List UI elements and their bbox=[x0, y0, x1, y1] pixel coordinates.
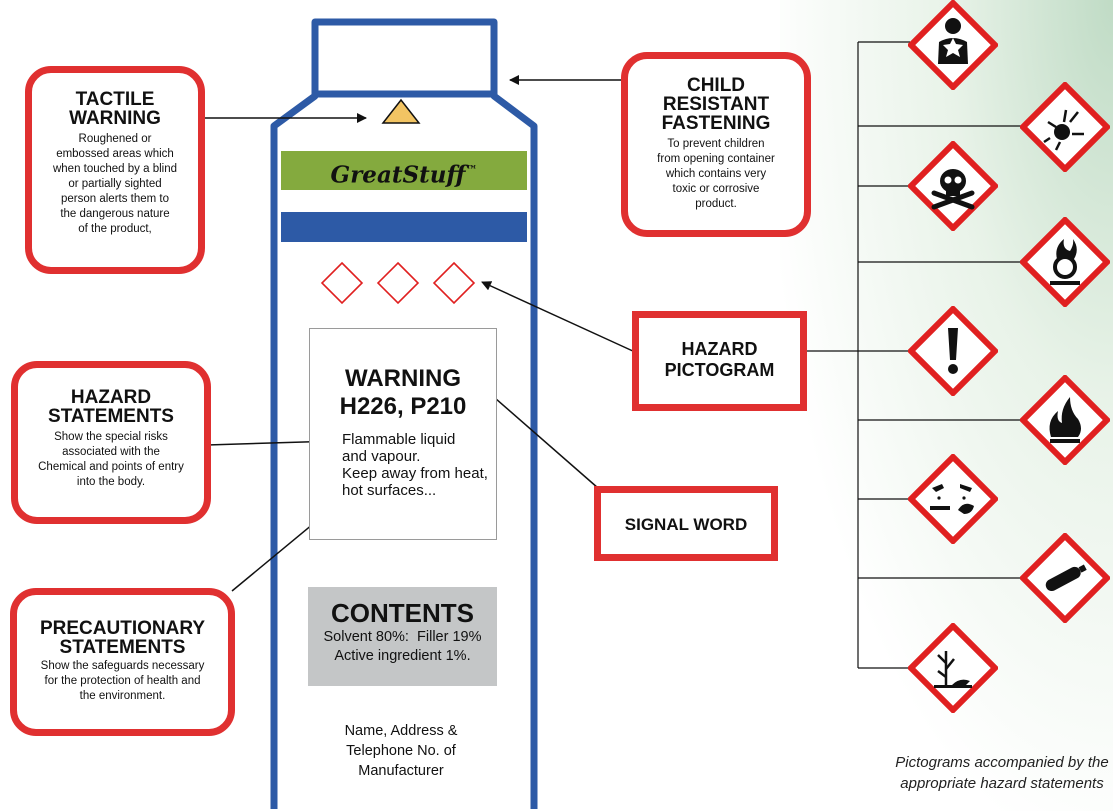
tactile-triangle bbox=[381, 98, 421, 124]
desc-line: associated with the bbox=[62, 446, 160, 458]
brand-name: GreatStuff bbox=[330, 161, 466, 189]
manufacturer-details: Name, Address & Telephone No. of Manufac… bbox=[301, 721, 501, 781]
desc-line: embossed areas which bbox=[56, 148, 174, 160]
desc-line: Chemical and points of entry bbox=[38, 461, 184, 473]
pictogram-exclamation-icon bbox=[908, 306, 998, 396]
brand-band: GreatStuff™ bbox=[281, 151, 527, 190]
desc-line: from opening container bbox=[657, 153, 775, 165]
desc-line: into the body. bbox=[76, 476, 146, 488]
trademark-symbol: ™ bbox=[465, 163, 478, 177]
label-pictogram-placeholders bbox=[320, 261, 476, 305]
contents-panel: CONTENTS Solvent 80%: Filler 19% Active … bbox=[308, 587, 497, 686]
signal-word-text: WARNING bbox=[345, 365, 461, 392]
desc-line: which contains very bbox=[665, 168, 767, 180]
callout-title: HAZARD STATEMENTS bbox=[18, 388, 204, 426]
title-line: WARNING bbox=[69, 108, 161, 129]
contents-line: Solvent 80%: Filler 19% bbox=[323, 629, 482, 645]
box-line: PICTOGRAM bbox=[664, 360, 775, 380]
pictogram-flammable-icon bbox=[1020, 375, 1110, 465]
hazard-line: Keep away from heat, bbox=[342, 465, 488, 482]
desc-line: Roughened or bbox=[78, 133, 152, 145]
desc-line: the dangerous nature bbox=[60, 208, 170, 220]
callout-tactile-warning: TACTILE WARNING Roughened or embossed ar… bbox=[25, 66, 205, 274]
callout-description: Show the safeguards necessary for the pr… bbox=[17, 659, 228, 704]
footnote-line: Pictograms accompanied by the bbox=[895, 754, 1109, 771]
manufacturer-line: Telephone No. of bbox=[346, 743, 456, 759]
desc-line: To prevent children bbox=[667, 138, 765, 150]
callout-child-resistant: CHILD RESISTANT FASTENING To prevent chi… bbox=[621, 52, 811, 237]
box-line: HAZARD bbox=[681, 339, 758, 359]
desc-line: Show the special risks bbox=[54, 431, 168, 443]
footnote-line: appropriate hazard statements bbox=[900, 775, 1104, 792]
title-line: STATEMENTS bbox=[48, 406, 174, 427]
desc-line: toxic or corrosive bbox=[672, 183, 760, 195]
pictogram-environment-icon bbox=[908, 623, 998, 713]
callout-title: PRECAUTIONARY STATEMENTS bbox=[17, 619, 228, 657]
pictogram-bracket bbox=[805, 41, 1024, 669]
pictogram-health-hazard-icon bbox=[908, 0, 998, 90]
callout-description: To prevent children from opening contain… bbox=[628, 137, 804, 212]
contents-title: CONTENTS bbox=[331, 598, 474, 628]
desc-line: when touched by a blind bbox=[52, 163, 178, 175]
callout-title: CHILD RESISTANT FASTENING bbox=[628, 76, 804, 133]
callout-description: Roughened or embossed areas which when t… bbox=[32, 132, 198, 237]
desc-line: the environment. bbox=[79, 690, 166, 702]
desc-line: or partially sighted bbox=[68, 178, 162, 190]
label-blue-stripe bbox=[281, 212, 527, 242]
title-line: RESISTANT bbox=[662, 94, 770, 115]
pictogram-skull-crossbones-icon bbox=[908, 141, 998, 231]
box-line: SIGNAL WORD bbox=[624, 515, 748, 534]
hazard-warning-panel: WARNING H226, P210 Flammable liquid and … bbox=[309, 328, 497, 540]
manufacturer-line: Name, Address & bbox=[344, 723, 458, 739]
callout-hazard-statements: HAZARD STATEMENTS Show the special risks… bbox=[11, 361, 211, 524]
pictogram-oxidizer-icon bbox=[1020, 217, 1110, 307]
hazard-line: hot surfaces... bbox=[342, 482, 437, 499]
box-hazard-pictogram: HAZARD PICTOGRAM bbox=[632, 311, 807, 411]
hazard-codes: H226, P210 bbox=[339, 393, 467, 420]
title-line: FASTENING bbox=[661, 113, 771, 134]
title-line: PRECAUTIONARY bbox=[39, 618, 206, 639]
bottle-outline bbox=[270, 18, 538, 809]
hazard-statement-text: Flammable liquid and vapour. Keep away f… bbox=[342, 431, 496, 499]
desc-line: product. bbox=[695, 198, 737, 210]
desc-line: for the protection of health and bbox=[44, 675, 201, 687]
desc-line: Show the safeguards necessary bbox=[40, 660, 205, 672]
pictogram-gas-cylinder-icon bbox=[1020, 533, 1110, 623]
title-line: STATEMENTS bbox=[59, 637, 186, 658]
title-line: CHILD bbox=[686, 75, 746, 96]
desc-line: person alerts them to bbox=[60, 193, 170, 205]
contents-line: Active ingredient 1%. bbox=[334, 648, 471, 664]
arrow-hazard-pictogram bbox=[481, 281, 636, 353]
title-line: TACTILE bbox=[75, 89, 155, 110]
callout-precautionary-statements: PRECAUTIONARY STATEMENTS Show the safegu… bbox=[10, 588, 235, 736]
callout-title: TACTILE WARNING bbox=[32, 90, 198, 128]
callout-description: Show the special risks associated with t… bbox=[18, 430, 204, 490]
hazard-line: and vapour. bbox=[342, 448, 421, 465]
pictogram-corrosive-icon bbox=[908, 454, 998, 544]
title-line: HAZARD bbox=[70, 387, 152, 408]
desc-line: of the product, bbox=[78, 223, 152, 235]
hazard-line: Flammable liquid bbox=[342, 431, 456, 448]
pictogram-footnote: Pictograms accompanied by the appropriat… bbox=[852, 752, 1113, 794]
box-signal-word: SIGNAL WORD bbox=[594, 486, 778, 561]
manufacturer-line: Manufacturer bbox=[358, 763, 444, 779]
pictogram-explosive-icon bbox=[1020, 82, 1110, 172]
